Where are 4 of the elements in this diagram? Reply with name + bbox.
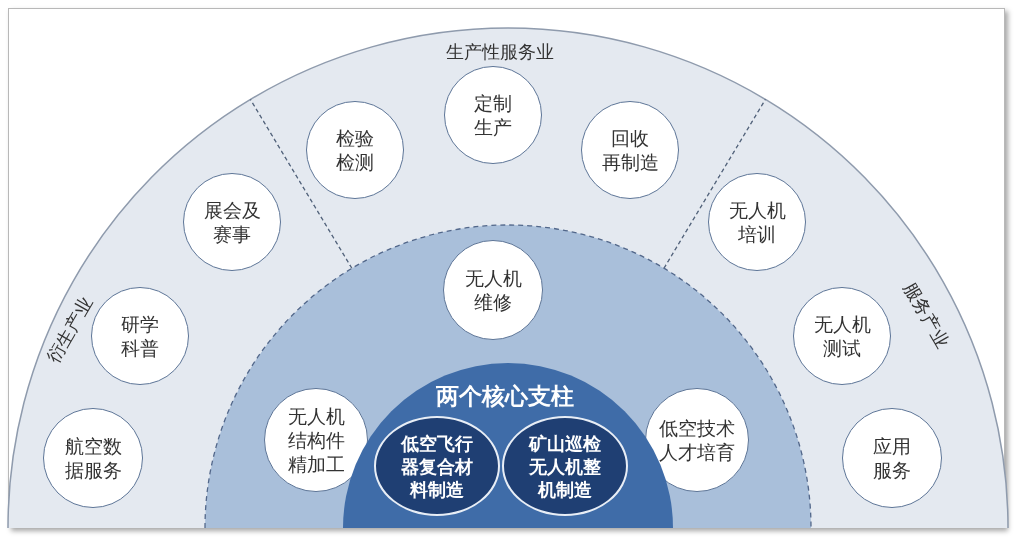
sector-heading: 服务产业 — [898, 277, 955, 353]
core-title: 两个核心支柱 — [436, 381, 574, 411]
semicircle-area — [205, 225, 811, 528]
sector-heading: 生产性服务业 — [446, 40, 554, 64]
